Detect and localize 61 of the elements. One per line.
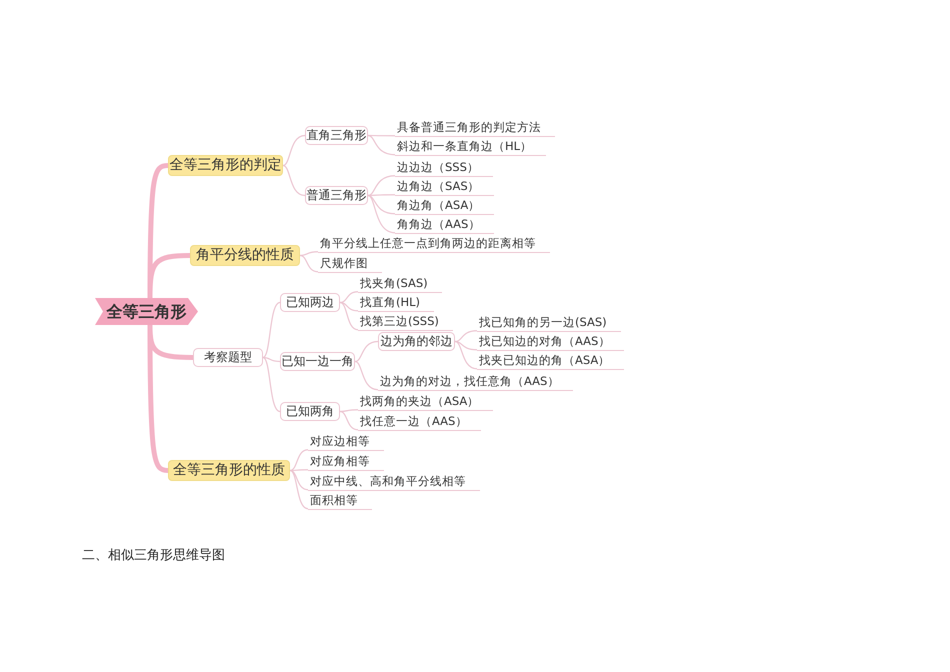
underlined-topic-text: 对应边相等 <box>308 434 384 450</box>
branch-line <box>454 340 478 370</box>
subtopic-box: 直角三角形 <box>305 126 368 145</box>
branch-line <box>282 164 306 196</box>
branch-line <box>300 251 318 256</box>
underlined-topic-text: 对应角相等 <box>308 454 384 470</box>
branch-line <box>262 356 280 362</box>
underlined-topic-text: 角边角（ASA） <box>395 198 494 214</box>
branch-line <box>340 291 358 304</box>
underlined-topic-text: 对应中线、高和角平分线相等 <box>308 474 480 490</box>
subtopic-box: 已知两边 <box>280 293 340 312</box>
subtopic-box: 边为角的邻边 <box>378 332 455 351</box>
branch-line <box>368 194 396 214</box>
branch-line <box>454 330 478 342</box>
subtopic-box: 已知两角 <box>280 402 340 421</box>
branch-topic-box: 全等三角形的性质 <box>168 460 290 481</box>
branch-line <box>262 356 280 412</box>
underlined-topic-text: 具备普通三角形的判定方法 <box>395 120 555 136</box>
subtopic-box: 普通三角形 <box>305 186 368 205</box>
branch-topic-box: 角平分线的性质 <box>190 245 300 266</box>
branch-line <box>290 470 308 490</box>
branch-topic-box: 全等三角形的判定 <box>168 155 283 176</box>
branch-line <box>354 360 378 390</box>
underlined-topic-text: 找第三边(SSS) <box>358 314 453 330</box>
underlined-topic-text: 找已知角的另一边(SAS) <box>477 314 621 332</box>
subtopic-box: 已知一边一角 <box>280 352 355 371</box>
branch-line <box>340 409 358 412</box>
branch-line <box>148 325 168 473</box>
underlined-topic-text: 找夹角(SAS) <box>358 276 442 292</box>
underlined-topic-text: 边边边（SSS） <box>395 160 493 176</box>
underlined-topic-text: 角角边（AAS） <box>395 216 494 234</box>
underlined-topic-text: 斜边和一条直角边（HL） <box>395 138 546 156</box>
central-topic-banner: 全等三角形 <box>95 298 198 325</box>
branch-line <box>290 449 308 472</box>
branch-line <box>282 134 306 166</box>
branch-line <box>354 340 378 362</box>
branch-line <box>340 410 358 430</box>
underlined-topic-text: 尺规作图 <box>318 256 382 272</box>
branch-line <box>454 340 478 350</box>
underlined-topic-text: 边角边（SAS） <box>395 178 494 196</box>
branch-line <box>262 302 280 358</box>
underlined-topic-text: 找夹已知边的角（ASA） <box>477 352 624 370</box>
branch-line <box>368 134 396 156</box>
branch-line <box>300 254 318 272</box>
branch-line <box>368 194 396 234</box>
branch-line <box>368 194 395 196</box>
branch-line <box>340 302 358 330</box>
underlined-topic-text: 找直角(HL) <box>358 294 434 312</box>
subtopic-box: 考察题型 <box>193 348 263 367</box>
branch-line <box>290 469 308 472</box>
section-heading: 二、相似三角形思维导图 <box>82 547 225 564</box>
underlined-topic-text: 找两角的夹边（ASA） <box>358 394 494 410</box>
underlined-topic-text: 找已知边的对角（AAS） <box>477 334 624 350</box>
underlined-topic-text: 边为角的对边，找任意角（AAS） <box>378 374 574 390</box>
underlined-topic-text: 面积相等 <box>308 492 372 510</box>
branch-line <box>340 302 358 312</box>
underlined-topic-text: 角平分线上任意一点到角两边的距离相等 <box>318 236 550 252</box>
branch-line <box>290 470 308 510</box>
branch-line <box>368 175 396 196</box>
underlined-topic-text: 找任意一边（AAS） <box>358 414 482 430</box>
branch-line <box>368 134 395 136</box>
